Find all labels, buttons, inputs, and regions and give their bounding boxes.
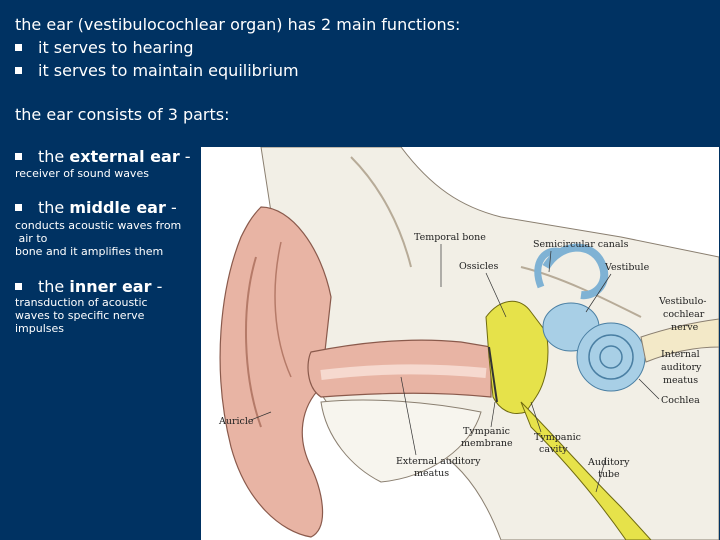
cartilage-shape bbox=[321, 400, 481, 482]
label-tympanic-membrane-2: membrane bbox=[461, 438, 513, 449]
part-middle-ear-desc: conducts acoustic waves from air to bone… bbox=[15, 219, 181, 258]
bullet-icon bbox=[15, 44, 22, 51]
part-suffix: - bbox=[157, 277, 163, 296]
part-prefix: the bbox=[38, 277, 64, 296]
part-inner-ear-desc: transduction of acoustic waves to specif… bbox=[15, 296, 148, 335]
part-prefix: the bbox=[38, 147, 64, 166]
part-suffix: - bbox=[185, 147, 191, 166]
part-name: inner ear bbox=[69, 277, 151, 296]
label-external-meatus-2: meatus bbox=[414, 468, 449, 479]
part-name: external ear bbox=[69, 147, 179, 166]
label-internal-auditory-3: meatus bbox=[663, 375, 698, 386]
label-auditory-tube-1: Auditory bbox=[587, 457, 630, 468]
function-item-equilibrium: it serves to maintain equilibrium bbox=[15, 61, 299, 80]
label-external-meatus-1: External auditory bbox=[396, 456, 481, 467]
functions-heading: the ear (vestibulocochlear organ) has 2 … bbox=[15, 15, 460, 34]
label-vestibulocochlear-3: nerve bbox=[671, 322, 699, 333]
function-text: it serves to maintain equilibrium bbox=[38, 61, 299, 80]
desc-line: waves to specific nerve bbox=[15, 309, 148, 322]
parts-heading: the ear consists of 3 parts: bbox=[15, 105, 230, 124]
canal-lumen bbox=[321, 369, 486, 375]
label-internal-auditory-2: auditory bbox=[661, 362, 702, 373]
label-tympanic-cavity-1: Tympanic bbox=[534, 432, 581, 443]
label-auricle: Auricle bbox=[218, 416, 254, 427]
part-external-ear-desc: receiver of sound waves bbox=[15, 167, 149, 180]
label-semicircular-canals: Semicircular canals bbox=[533, 239, 629, 250]
part-name: middle ear bbox=[69, 198, 166, 217]
part-inner-ear-heading: the inner ear - bbox=[15, 277, 162, 296]
label-vestibule: Vestibule bbox=[604, 262, 650, 273]
label-ossicles: Ossicles bbox=[459, 261, 499, 272]
label-vestibulocochlear-2: cochlear bbox=[663, 309, 705, 320]
desc-line: receiver of sound waves bbox=[15, 167, 149, 180]
desc-line: bone and it amplifies them bbox=[15, 245, 181, 258]
desc-line: impulses bbox=[15, 322, 148, 335]
bullet-icon bbox=[15, 67, 22, 74]
part-middle-ear-heading: the middle ear - bbox=[15, 198, 177, 217]
bullet-icon bbox=[15, 153, 22, 160]
label-tympanic-membrane-1: Tympanic bbox=[463, 426, 510, 437]
label-temporal-bone: Temporal bone bbox=[414, 232, 486, 243]
desc-line: transduction of acoustic bbox=[15, 296, 148, 309]
label-tympanic-cavity-2: cavity bbox=[539, 444, 568, 455]
part-suffix: - bbox=[171, 198, 177, 217]
ear-anatomy-illustration: Temporal bone Semicircular canals Ossicl… bbox=[201, 147, 719, 540]
desc-line: air to bbox=[15, 232, 181, 245]
function-text: it serves to hearing bbox=[38, 38, 194, 57]
ear-anatomy-figure: Temporal bone Semicircular canals Ossicl… bbox=[201, 147, 719, 540]
label-vestibulocochlear-1: Vestibulo- bbox=[658, 296, 707, 307]
bullet-icon bbox=[15, 204, 22, 211]
part-prefix: the bbox=[38, 198, 64, 217]
function-item-hearing: it serves to hearing bbox=[15, 38, 194, 57]
label-cochlea: Cochlea bbox=[661, 395, 700, 406]
label-internal-auditory-1: Internal bbox=[661, 349, 700, 360]
cochlea-shape bbox=[577, 323, 645, 391]
bullet-icon bbox=[15, 283, 22, 290]
desc-line: conducts acoustic waves from bbox=[15, 219, 181, 232]
part-external-ear-heading: the external ear - bbox=[15, 147, 191, 166]
